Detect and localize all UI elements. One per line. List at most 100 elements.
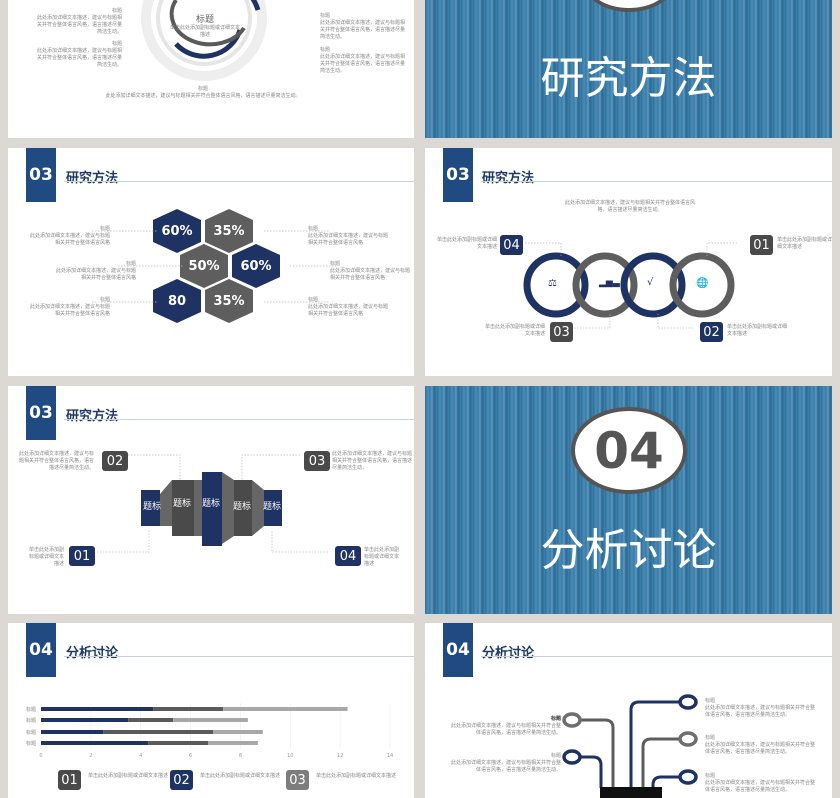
item-title: 标题 — [320, 47, 331, 53]
panel-label: 题标 — [263, 502, 282, 512]
item-title: 标题 — [705, 735, 716, 741]
item-text: 此处添加详细文本描述，建议与标题相关并符合整体语言风格，语言描述尽量简洁生动。 — [320, 20, 406, 40]
center-text: 单击此处添加副标题或详细文本描述 — [169, 25, 240, 38]
badge-04: 04 — [500, 235, 523, 255]
scale-icon: ⚖ — [548, 278, 557, 289]
legend-text: 单击此处添加副标题或详细文本描述 — [316, 773, 397, 779]
legend-badge-02: 02 — [170, 770, 193, 790]
item-text: 此处添加详细文本描述，建议与标题相关并符合整体语言风格，语言描述尽量简洁生动。 — [332, 451, 413, 471]
fold-panel — [202, 472, 222, 546]
legend-text: 单击此处添加副标题或详细文本描述 — [88, 773, 169, 779]
item-text: 此处添加详细文本描述，建议与标题相关并符合整体语言风格 — [55, 268, 136, 281]
panel-label: 题标 — [173, 499, 192, 509]
x-tick-label: 4 — [139, 753, 142, 759]
item-title: 标题 — [99, 297, 110, 303]
header-divider — [64, 656, 414, 657]
number-oval: 04 — [571, 407, 687, 494]
item-text: 此处添加详细文本描述，建议与标题相关并符合整体语言风格 — [30, 304, 111, 317]
item-title: 标题 — [125, 261, 136, 267]
bottom-title: 标题 — [197, 86, 208, 92]
badge-text: 单击此处添加副标题或详细文本描述 — [436, 237, 497, 250]
fold-panel — [172, 480, 194, 536]
bar-segment — [173, 718, 248, 722]
number-oval: 03 — [583, 0, 675, 12]
item-title: 标题 — [99, 226, 110, 232]
bar-segment — [103, 730, 214, 734]
globe-icon: 🌐 — [696, 278, 709, 289]
x-tick-label: 2 — [89, 753, 92, 759]
slide-thumbnail-folded-panels[interactable]: 03 研究方法 题标 题标 题标 题标 题标 02 03 01 04 此处添加详… — [8, 386, 414, 614]
item-title: 标题 — [705, 773, 716, 779]
bar-segment — [153, 707, 223, 711]
intro-text: 此处添加详细文本描述，建议与标题相关并符合整体语言风格，语言描述尽量简洁生动。 — [565, 200, 696, 213]
y-category-label: 标题 — [26, 717, 36, 724]
bar-segment — [222, 707, 348, 711]
section-number-box: 04 — [443, 623, 473, 677]
badge-02: 02 — [102, 451, 128, 471]
header-divider — [481, 656, 832, 657]
item-title: 标题 — [330, 261, 341, 267]
item-title: 标题 — [111, 8, 122, 14]
item-text: 此处添加详细文本描述，建议与标题相关并符合整体语言风格，语言描述尽量简洁生动。 — [705, 705, 816, 718]
item-title: 标题 — [308, 226, 319, 232]
slide-thumbnail-section3-cover[interactable]: 03 研究方法 — [425, 0, 832, 138]
badge-01: 01 — [750, 235, 773, 255]
badge-text: 单击此处添加副标题或详细文本描述 — [484, 324, 545, 337]
section-title: 分析讨论 — [540, 525, 717, 576]
slide-thumbnail-tree[interactable]: 04 分析讨论 标题此处添加详细文本描述，建议与标题相关并符合整体语言风格，语言… — [425, 623, 832, 798]
bar-segment — [128, 718, 174, 722]
item-text: 此处添加详细文本描述，建议与标题相关并符合整体语言风格，语言描述尽量简洁生动。 — [705, 780, 816, 793]
section-number-box: 03 — [443, 148, 473, 202]
badge-text: 单击此处添加副标题或详细文本描述 — [777, 237, 832, 250]
item-text: 此处添加详细文本描述，建议与标题相关并符合整体语言风格，语言描述尽量简洁生动。 — [18, 451, 94, 471]
linked-rings — [523, 242, 737, 329]
badge-04: 04 — [335, 546, 361, 566]
legend-badge-01: 01 — [58, 770, 81, 790]
bar-segment — [41, 707, 154, 711]
section-number-box: 04 — [26, 623, 56, 677]
header-divider — [64, 181, 414, 182]
section-number-box: 03 — [26, 148, 56, 202]
item-text: 此处添加详细文本描述，建议与标题相关并符合整体语言风格 — [30, 233, 111, 246]
header-divider — [481, 181, 832, 182]
item-text: 单击此处添加副标题或详细文本描述 — [28, 547, 64, 567]
bar-segment — [41, 741, 149, 745]
center-title: 标题 — [195, 15, 214, 25]
item-title: 标题 — [111, 41, 122, 47]
panel-label: 题标 — [202, 499, 221, 509]
item-title: 标题 — [705, 698, 716, 704]
legend-badge-03: 03 — [286, 770, 309, 790]
item-title: 标题 — [550, 716, 561, 722]
item-text: 此处添加详细文本描述，建议与标题相关并符合整体语言风格 — [308, 304, 389, 317]
section-number-box: 03 — [26, 386, 56, 440]
slide-title: 研究方法 — [66, 171, 119, 186]
badge-01: 01 — [69, 546, 95, 566]
fold-panel — [264, 490, 282, 526]
y-category-label: 标题 — [26, 740, 36, 747]
item-title: 标题 — [308, 297, 319, 303]
y-category-label: 标题 — [26, 706, 36, 713]
bar-segment — [41, 730, 104, 734]
slide-thumbnail-circle[interactable]: 标题 单击此处添加副标题或详细文本描述 标题此处添加详细文本描述，建议与标题相关… — [8, 0, 414, 138]
slide-title: 分析讨论 — [482, 646, 535, 661]
y-category-label: 标题 — [26, 729, 36, 736]
panel-label: 题标 — [233, 502, 252, 512]
slide-title: 分析讨论 — [66, 646, 119, 661]
item-text: 此处添加详细文本描述，建议与标题相关并符合整体语言风格 — [308, 233, 389, 246]
bottom-text: 此处添加详细文本描述，建议与标题相关并符合整体语言风格，语言描述尽量简洁生动。 — [105, 93, 301, 99]
legend-text: 单击此处添加副标题或详细文本描述 — [200, 773, 281, 779]
slide-thumbnail-rings[interactable]: 03 研究方法 此处添加详细文本描述，建议与标题相关并符合整体语言风格，语言描述… — [425, 148, 832, 376]
item-text: 此处添加详细文本描述，建议与标题相关并符合整体语言风格，语言描述尽量简洁生动。 — [450, 760, 561, 773]
badge-03: 03 — [550, 322, 573, 342]
badge-02: 02 — [700, 322, 723, 342]
concentric-rings — [141, 0, 267, 81]
item-text: 此处添加详细文本描述，建议与标题相关并符合整体语言风格，语言描述尽量简洁生动。 — [36, 15, 122, 35]
x-tick-label: 0 — [39, 753, 42, 759]
hexagon-stat: 80 — [153, 279, 201, 323]
bar-segment — [41, 718, 129, 722]
slide-thumbnail-section4-cover[interactable]: 04 分析讨论 — [425, 386, 832, 614]
item-text: 此处添加详细文本描述，建议与标题相关并符合整体语言风格，语言描述尽量简洁生动。 — [320, 54, 406, 74]
